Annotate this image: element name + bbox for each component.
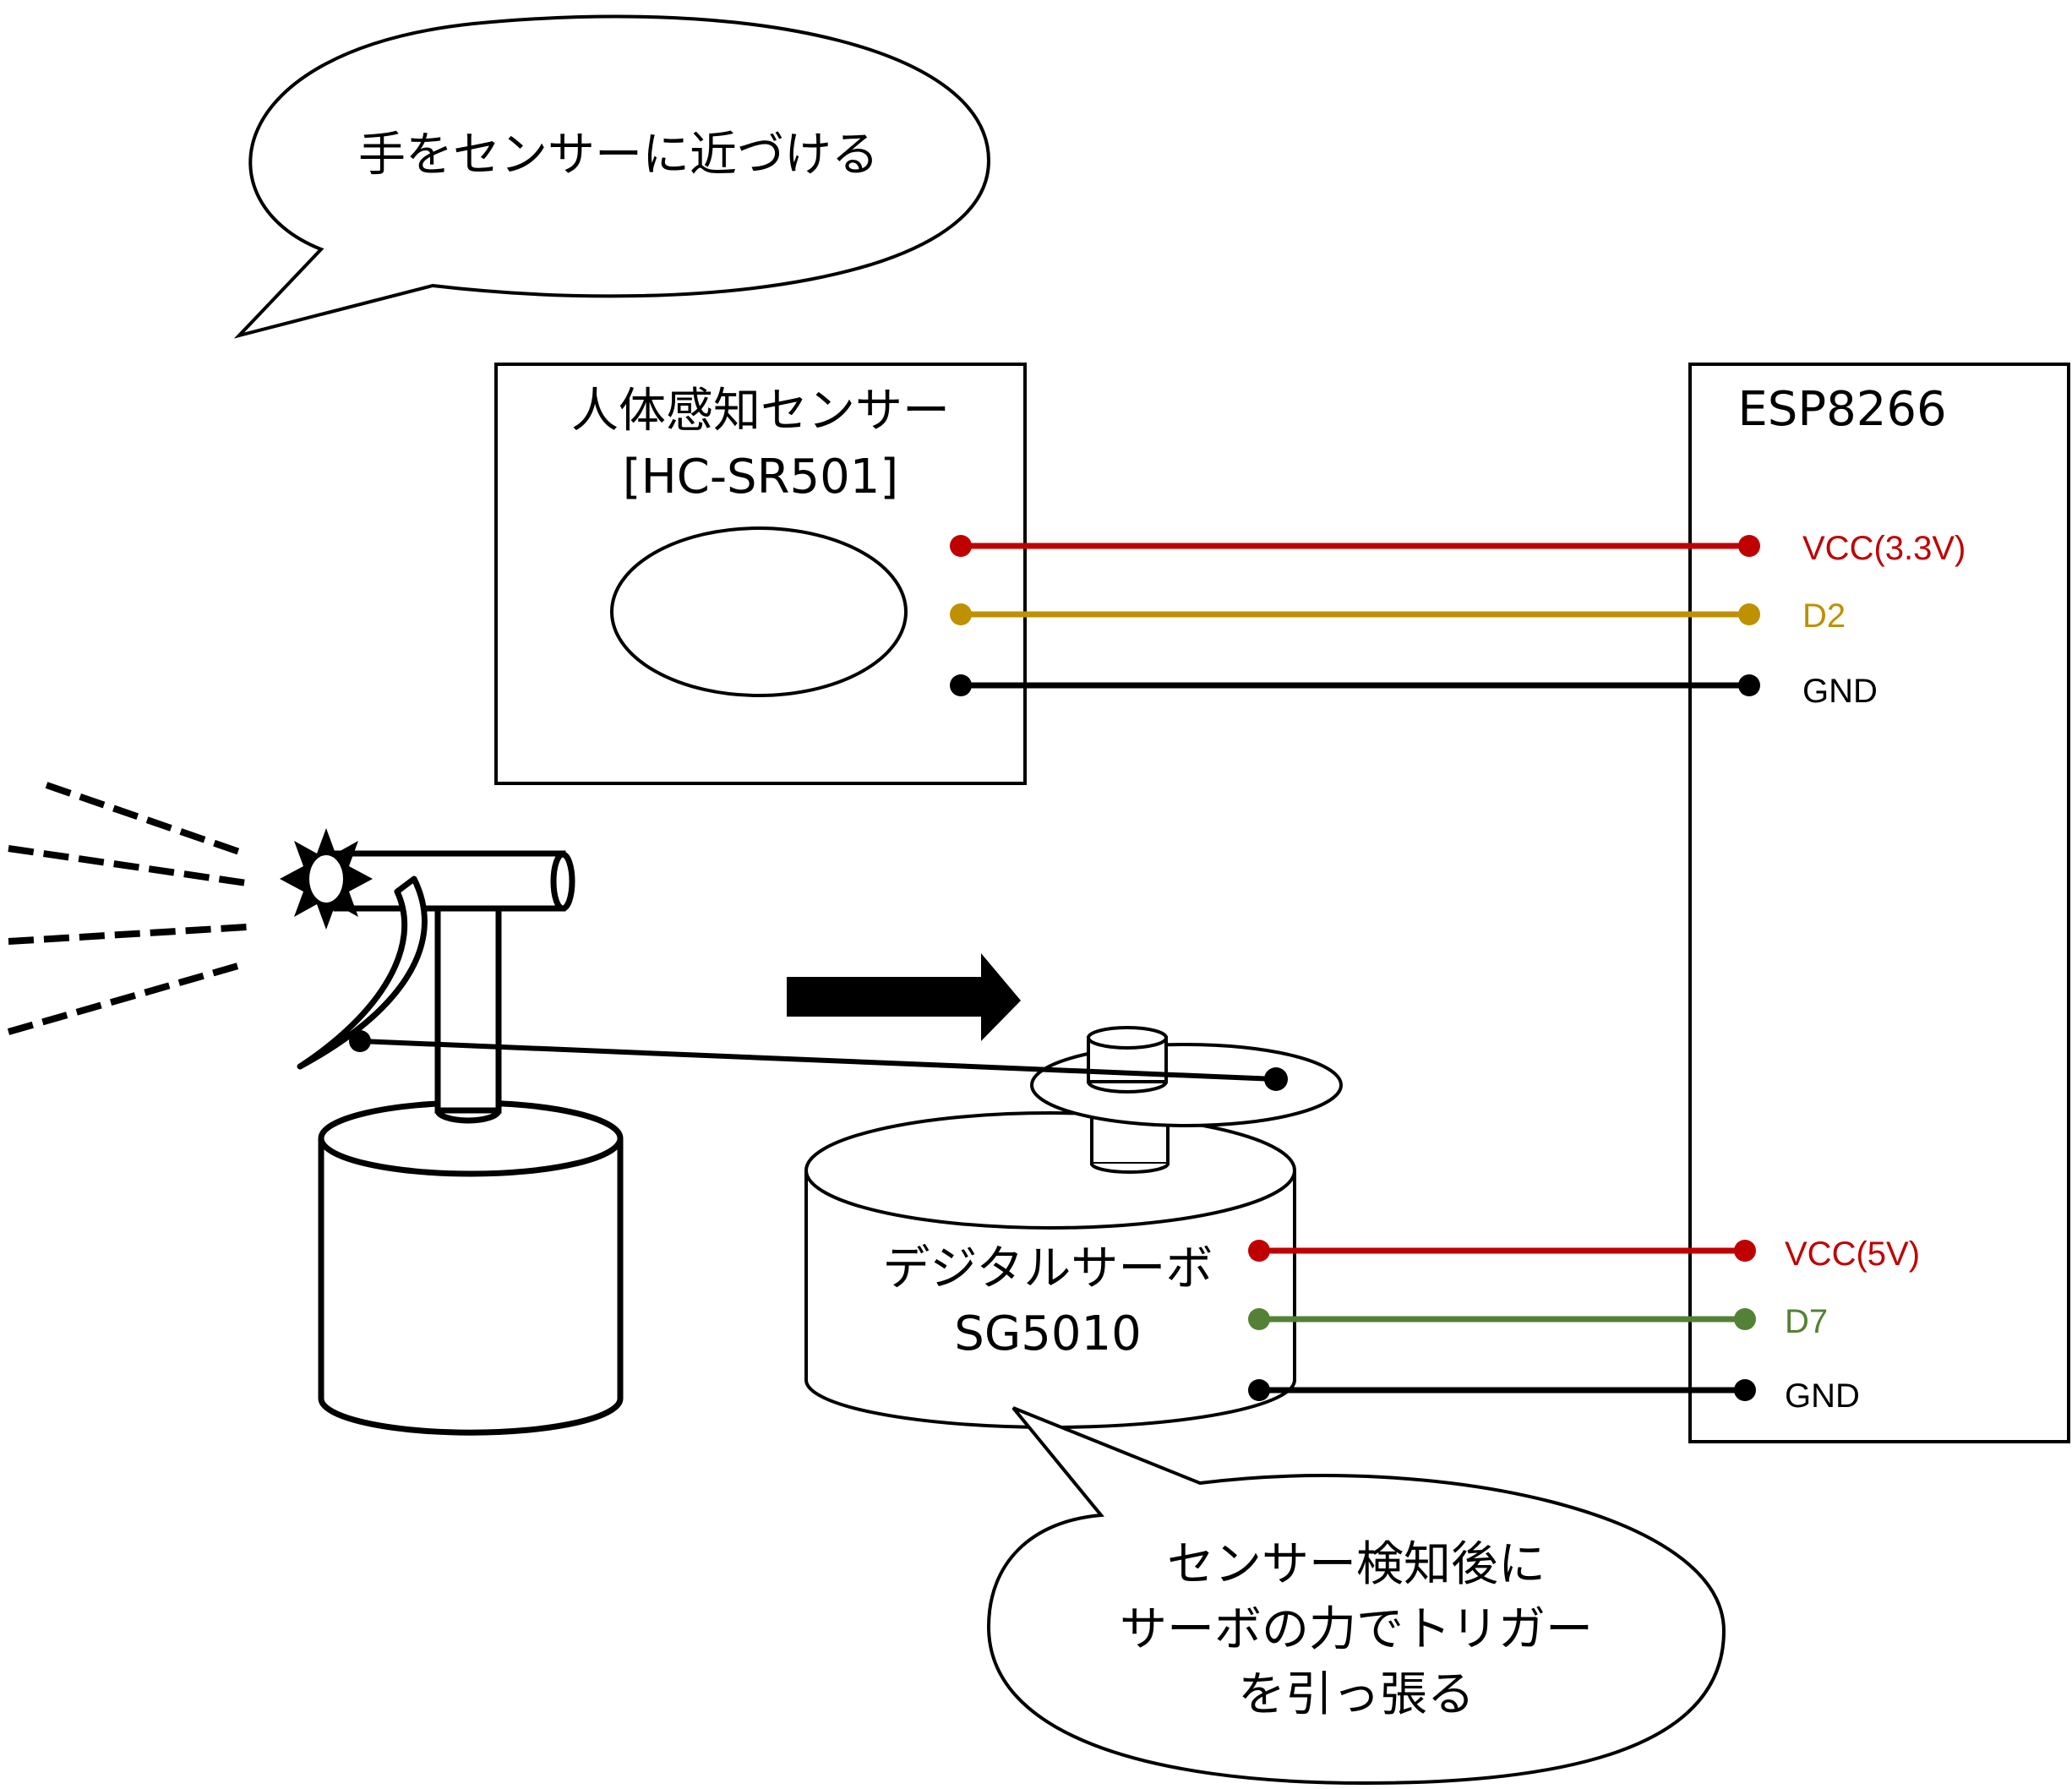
- servo-model: SG5010: [954, 1306, 1141, 1361]
- spray-bottle: [7, 782, 624, 1436]
- wire-end-dot: [1734, 1379, 1756, 1401]
- callout-bottom-line1: センサー検知後に: [1167, 1537, 1546, 1592]
- pin-label-gnd: GND: [1802, 673, 1878, 710]
- wire-end-dot: [1738, 674, 1760, 696]
- pull-string: [359, 1039, 1277, 1082]
- servo-horn: [1030, 1043, 1343, 1127]
- pin-label-d7: D7: [1785, 1303, 1828, 1340]
- callout-top-shape: [233, 14, 991, 339]
- nozzle-head: [333, 850, 566, 912]
- servo-title: デジタルサーボ: [883, 1241, 1213, 1296]
- bottle-body: [318, 1138, 624, 1436]
- sensor-model: [HC-SR501]: [623, 450, 898, 505]
- wire-end-dot: [1734, 1240, 1756, 1262]
- wire-end-dot: [1738, 603, 1760, 625]
- wire-end-dot: [1248, 1240, 1270, 1262]
- wire-end-dot: [950, 674, 972, 696]
- pin-label-gnd-servo: GND: [1785, 1377, 1860, 1415]
- string-anchor-dot: [1264, 1067, 1288, 1091]
- callout-bottom-line3: を引っ張る: [1238, 1667, 1475, 1722]
- callout-bottom-line2: サーボの力でトリガー: [1120, 1602, 1593, 1657]
- sensor-title: 人体感知センサー: [571, 384, 950, 439]
- motion-sensor: 人体感知センサー [HC-SR501]: [494, 363, 1027, 785]
- pin-label-vcc-5v: VCC(5V): [1785, 1235, 1920, 1273]
- esp8266-board: ESP8266: [1688, 363, 2070, 1443]
- wire-end-dot: [1248, 1308, 1270, 1330]
- spray-mist: [7, 782, 248, 1035]
- pull-direction-arrow-icon: [787, 953, 1021, 1041]
- esp8266-box: [1688, 363, 2070, 1443]
- trigger: [297, 875, 428, 1070]
- wire-end-dot: [1734, 1308, 1756, 1330]
- servo: デジタルサーボ SG5010: [804, 1026, 1343, 1429]
- wire-end-dot: [950, 603, 972, 625]
- callout-bottom-shape: [986, 1406, 1726, 1786]
- bottle-top: [318, 1099, 624, 1177]
- pin-label-d2: D2: [1802, 597, 1846, 635]
- sensor-lens: [610, 526, 908, 697]
- callout-bottom: センサー検知後に サーボの力でトリガー を引っ張る: [986, 1406, 1726, 1786]
- esp8266-title: ESP8266: [1737, 382, 1946, 437]
- callout-top: 手をセンサーに近づける: [233, 14, 991, 339]
- wire-end-dot: [1738, 535, 1760, 557]
- string-anchor-dot: [349, 1030, 371, 1052]
- wire-end-dot: [950, 535, 972, 557]
- pin-label-vcc-3v3: VCC(3.3V): [1802, 530, 1966, 567]
- bottle-neck: [434, 899, 502, 1114]
- wire-end-dot: [1248, 1379, 1270, 1401]
- servo-top: [804, 1111, 1296, 1230]
- servo-wires: [1248, 1240, 1756, 1401]
- sensor-wires: [950, 535, 1760, 696]
- callout-top-text: 手をセンサーに近づける: [358, 128, 879, 183]
